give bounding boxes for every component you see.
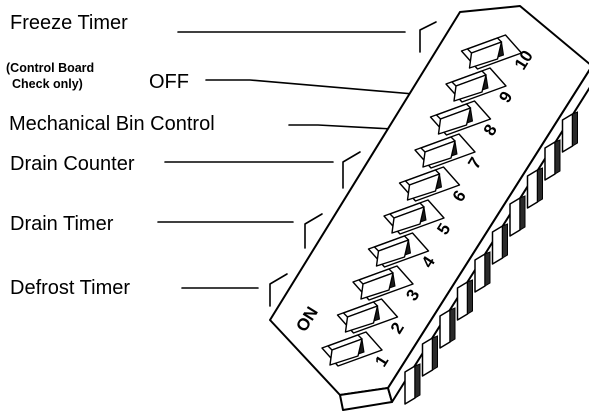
pin-leg: [439, 309, 451, 349]
dip-pin-4: [456, 279, 473, 321]
bracket-freeze-timer: [419, 21, 437, 53]
bracket-drain-timer: [304, 213, 323, 249]
dip-pin-7: [509, 195, 526, 237]
dip-pin-9: [544, 139, 561, 181]
dip-switch-4: [367, 232, 430, 268]
label-mechanical-bin-control: Mechanical Bin Control: [9, 113, 215, 135]
bracket-defrost-timer: [269, 273, 288, 307]
dip-switch-10: [460, 34, 523, 70]
label-control-board-line2: Check only): [12, 77, 83, 91]
dip-switch-7: [414, 133, 476, 169]
dip-switch-3: [352, 265, 414, 301]
dip-pin-5: [474, 251, 491, 293]
group-brackets: [269, 21, 437, 307]
label-defrost-timer: Defrost Timer: [10, 277, 130, 299]
switch-actuator-face: [360, 272, 394, 300]
switch-actuator-face: [391, 206, 425, 234]
switch-actuator-face: [344, 305, 379, 333]
dip-switch-5: [383, 199, 445, 235]
pin-edge: [414, 363, 421, 399]
pin-edge: [467, 279, 473, 315]
switch-actuator-face: [329, 338, 363, 366]
label-control-board-line1: (Control Board: [6, 61, 94, 75]
switch-actuator-face: [406, 173, 441, 201]
pin-leg: [509, 197, 521, 237]
label-off: OFF: [149, 71, 189, 93]
pin-leg: [456, 281, 469, 321]
pin-leg: [474, 253, 486, 293]
dip-switch-6: [398, 166, 461, 202]
pin-leg: [404, 365, 416, 405]
label-drain-counter: Drain Counter: [10, 153, 135, 175]
dip-body-right-side: [387, 68, 589, 403]
dip-switch-9: [445, 67, 507, 103]
dip-switch-body: [269, 5, 589, 411]
switch-actuator-face: [375, 239, 410, 267]
leader-off: [205, 79, 438, 97]
pin-leg: [526, 169, 539, 209]
pin-edge: [519, 195, 526, 231]
dip-switch-2: [336, 298, 399, 334]
dip-switch-1: [321, 331, 383, 367]
dip-pins: [404, 111, 578, 405]
label-drain-timer: Drain Timer: [10, 213, 114, 235]
pin-edge: [572, 111, 578, 147]
switch-actuator-face: [422, 140, 456, 168]
bracket-drain-counter: [342, 151, 361, 189]
pin-leg: [561, 113, 574, 153]
dip-switch-8: [429, 100, 492, 136]
dip-pin-6: [491, 223, 508, 265]
pin-edge: [554, 139, 561, 175]
dip-pin-2: [421, 335, 438, 377]
pin-edge: [537, 167, 543, 203]
dip-pin-3: [439, 307, 456, 349]
pin-leg: [421, 337, 434, 377]
pin-edge: [502, 223, 508, 259]
pin-leg: [544, 141, 556, 181]
dip-pin-1: [404, 363, 421, 405]
switch-actuator-face: [453, 74, 487, 102]
dip-pin-8: [526, 167, 543, 209]
pin-edge: [449, 307, 456, 343]
leader-lines: [157, 31, 438, 289]
switch-actuator-face: [437, 107, 472, 135]
pin-leg: [491, 225, 504, 265]
switch-actuator-face: [468, 41, 503, 69]
dip-switches: [321, 34, 523, 367]
dip-pin-10: [561, 111, 578, 153]
pin-edge: [484, 251, 491, 287]
label-freeze-timer: Freeze Timer: [10, 12, 128, 34]
pin-edge: [432, 335, 438, 371]
